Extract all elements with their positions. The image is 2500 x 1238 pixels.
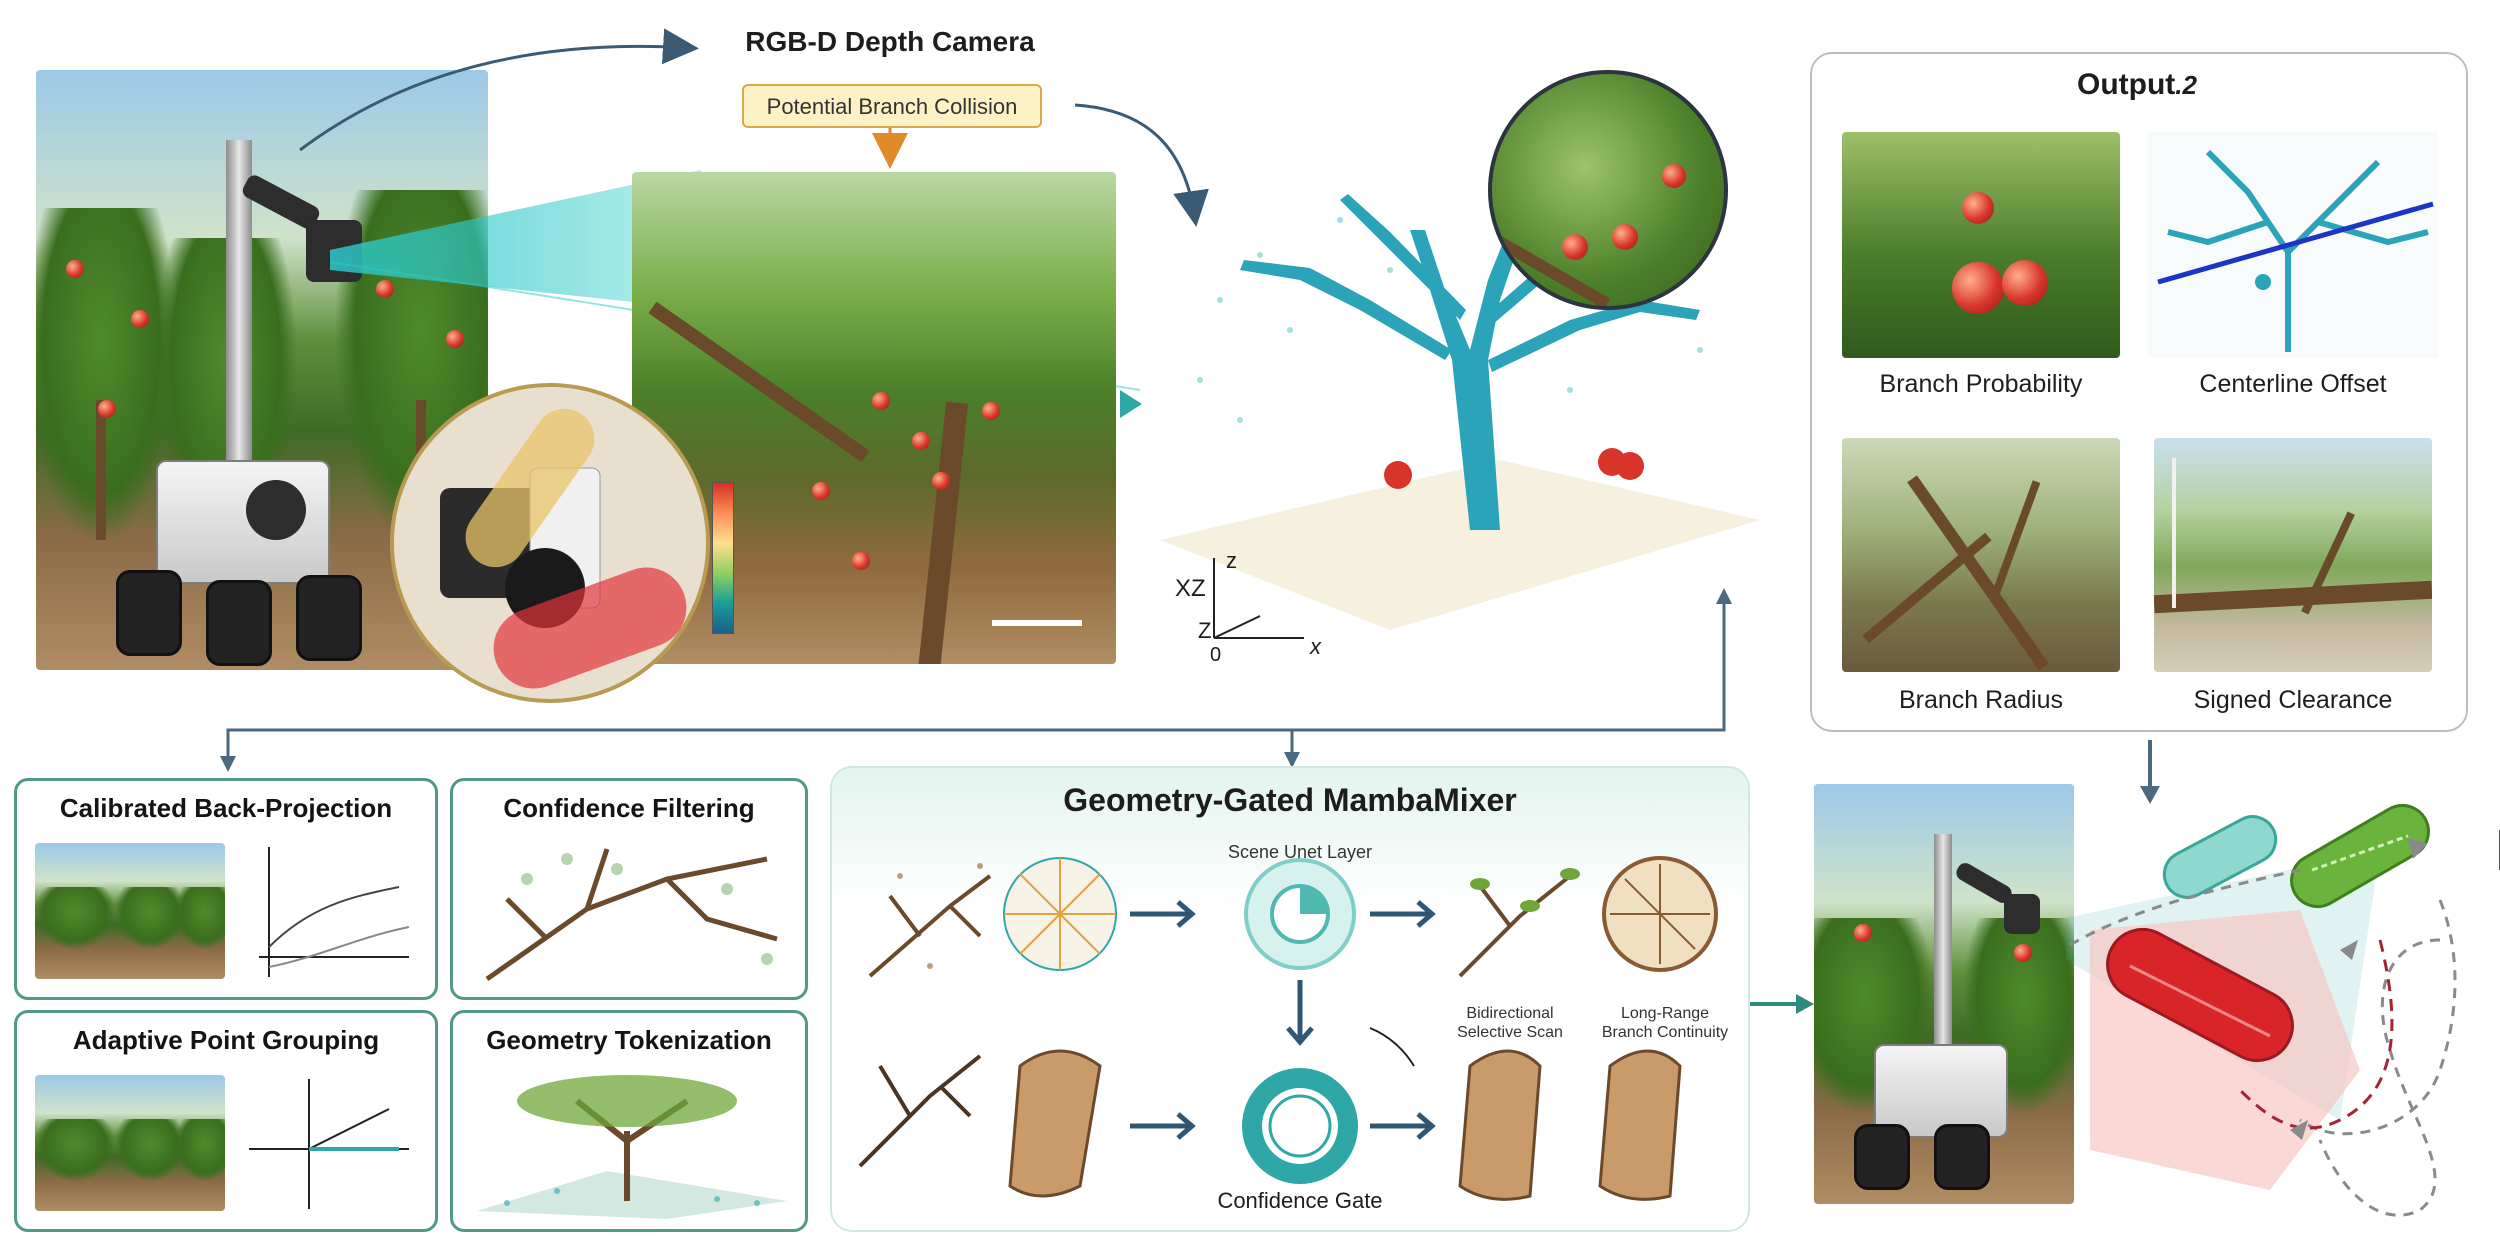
camera-to-pointcloud-arrow: [1074, 103, 1209, 227]
axis-label-z-side: Z: [1198, 618, 1212, 643]
robot-wheel: [116, 570, 182, 656]
depth-colorbar: [712, 482, 734, 634]
output-caption-centerline-offset: Centerline Offset: [2199, 370, 2387, 398]
bidirectional-label-line2: Selective Scan: [1457, 1024, 1563, 1041]
output-caption-signed-clearance: Signed Clearance: [2193, 686, 2393, 714]
clear-capsule: [2162, 815, 2278, 899]
point-cloud-ground: [1160, 460, 1760, 630]
predicted-branch-capsule: [465, 408, 595, 568]
robot-wheel: [296, 575, 362, 661]
scene-layer-label: Scene Unet Layer: [1227, 842, 1373, 862]
photo-to-cloud-arrow: [1120, 390, 1142, 418]
tokenized-tree-sketch: [477, 1075, 787, 1219]
longrange-label: Long-Range Branch Continuity: [1590, 1004, 1740, 1042]
scale-bar: [992, 620, 1082, 626]
branch-radius-thumb: [1842, 438, 2120, 672]
mamba-title: Geometry-Gated MambaMixer: [1063, 782, 1517, 818]
panel-confidence-filtering: Confidence Filtering: [450, 778, 808, 1000]
axis-label-xz: XZ: [1175, 575, 1206, 602]
output-caption-branch-radius: Branch Radius: [1899, 686, 2063, 714]
mamba-mixer-diagram: [858, 856, 1718, 1201]
dashed-path-right: [2299, 899, 2457, 1136]
centerline-offset-thumb: [2148, 132, 2438, 358]
robot-to-camera-arrow: [299, 28, 699, 152]
projection-plot: [259, 847, 410, 977]
panel-title: Confidence Filtering: [503, 793, 755, 823]
panel-title: Geometry Tokenization: [486, 1025, 772, 1055]
longrange-label-line1: Long-Range: [1620, 1005, 1710, 1022]
panel-title: Calibrated Back-Projection: [59, 793, 393, 823]
panel-geometry-tokenization: Geometry Tokenization: [450, 1010, 808, 1232]
robot-navigation-photo: [1814, 784, 2074, 1204]
collision-inset: [390, 383, 710, 703]
orchard-closeup-photo: [632, 172, 1116, 664]
axis-label-z-top: z: [1226, 548, 1237, 573]
output-title: Output.2: [1810, 68, 2464, 102]
robot-wheel: [206, 580, 272, 666]
danger-path: [2238, 939, 2394, 1130]
panel-title: Adaptive Point Grouping: [72, 1025, 380, 1055]
trajectory-capsules: [2066, 804, 2500, 1217]
output-title-suffix: .2: [2175, 70, 2197, 100]
dashed-path-upper: [2069, 868, 2301, 947]
centerline-offset-line: [2157, 201, 2434, 285]
collision-capsule-red: [2106, 927, 2294, 1063]
output-caption-branch-probability: Branch Probability: [1879, 370, 2083, 398]
orchard-thumb: [35, 1075, 225, 1211]
apple-magnifier-circle: [1488, 70, 1728, 310]
panel-calibrated-back-projection: Calibrated Back-Projection: [14, 778, 438, 1000]
collision-label: Potential Branch Collision: [742, 84, 1042, 128]
output-title-text: Output: [2077, 68, 2176, 101]
signed-clearance-thumb: [2154, 438, 2432, 672]
filtered-tree-sketch: [485, 848, 778, 982]
axis-label-x: x: [1310, 634, 1321, 659]
grouping-plot: [249, 1079, 409, 1209]
branch-probability-thumb: [1842, 132, 2120, 358]
camera-title: RGB-D Depth Camera: [745, 26, 1035, 57]
point-cloud-tree: [1160, 194, 1760, 639]
orchard-thumb: [35, 843, 225, 979]
robot-mast: [226, 140, 252, 520]
panel-adaptive-point-grouping: Adaptive Point Grouping: [14, 1010, 438, 1232]
axis-label-origin: 0: [1210, 644, 1222, 666]
longrange-label-line2: Branch Continuity: [1601, 1024, 1729, 1041]
confidence-gate-label: Confidence Gate: [1217, 1188, 1383, 1213]
collision-capsule: [493, 567, 687, 689]
bidirectional-label: Bidirectional Selective Scan: [1440, 1004, 1580, 1042]
safe-capsule: [2290, 804, 2430, 908]
bidirectional-label-line1: Bidirectional: [1466, 1005, 1554, 1022]
